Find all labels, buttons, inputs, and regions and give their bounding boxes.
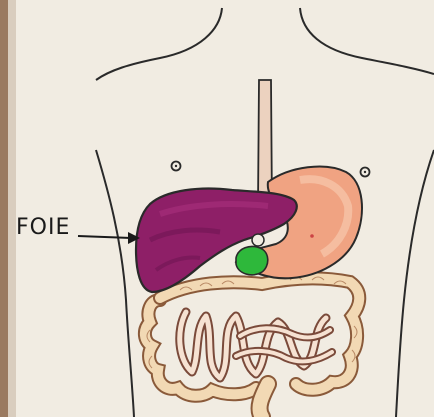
liver-label: FOIE xyxy=(16,215,70,240)
rectum xyxy=(260,384,268,417)
gallbladder xyxy=(236,246,268,274)
paper-shadow xyxy=(8,0,16,417)
duct xyxy=(252,234,264,246)
